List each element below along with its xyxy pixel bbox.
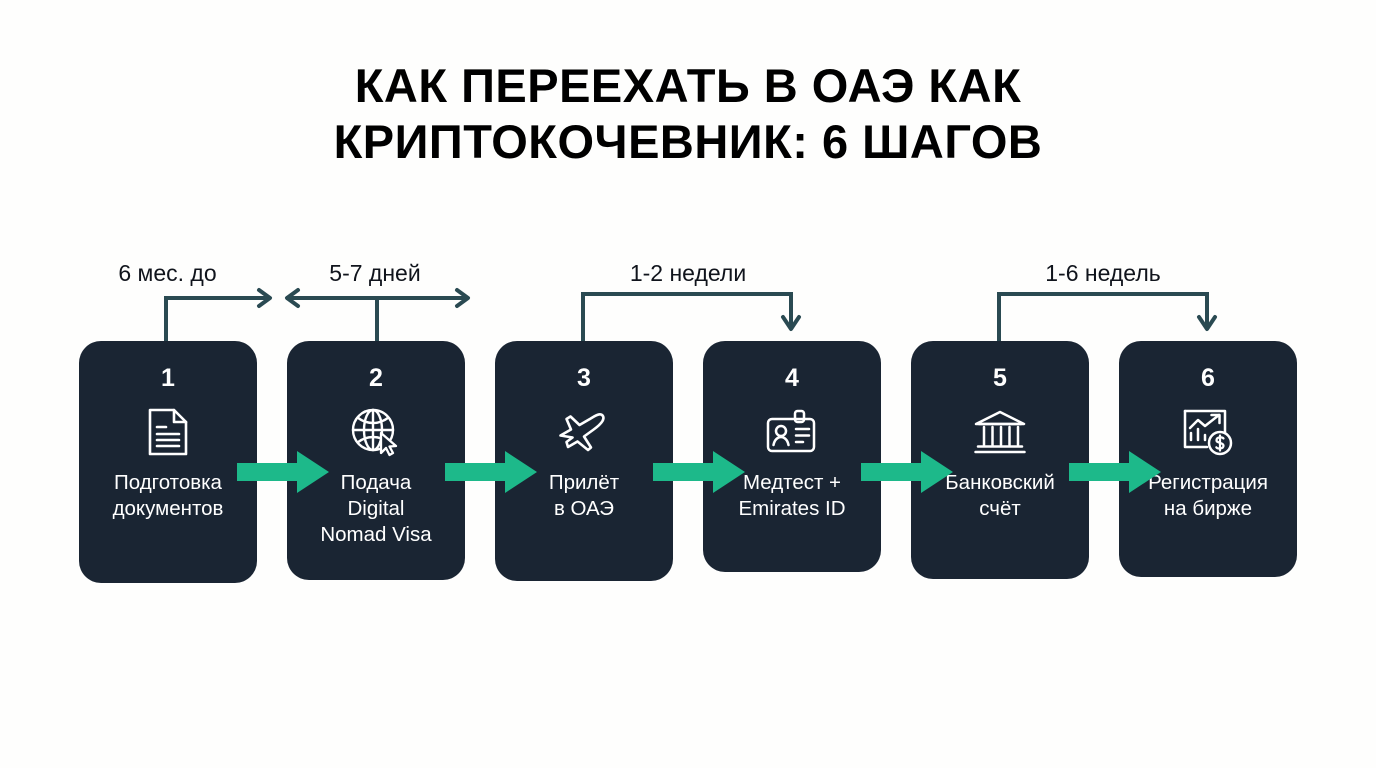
connector-1-path [164, 296, 270, 343]
green-arrow-right-icon [861, 451, 953, 498]
chart-dollar-icon [1181, 407, 1235, 457]
connector-3-arrowhead [781, 315, 801, 331]
step-number-4: 4 [785, 364, 799, 392]
timeline-label-3: 1-2 недели [629, 260, 747, 286]
page-title: КАК ПЕРЕЕХАТЬ В ОАЭ КАК КРИПТОКОЧЕВНИК: … [0, 58, 1376, 170]
green-arrow-right-icon [237, 451, 329, 498]
timeline-label-2: 5-7 дней [329, 260, 421, 286]
step-card-1[interactable]: 1 Подготовка документов [79, 341, 257, 583]
connector-1-arrowhead [257, 288, 272, 308]
step-label-5: Банковский счёт [945, 471, 1055, 520]
green-arrow-right-icon [1069, 451, 1161, 498]
timeline-label-1: 6 мес. до [118, 260, 217, 286]
id-card-icon [765, 407, 819, 457]
page-title-line-2: КРИПТОКОЧЕВНИК: 6 ШАГОВ [333, 115, 1043, 168]
connector-4-path [997, 292, 1209, 343]
step-number-6: 6 [1201, 364, 1215, 392]
bank-icon [973, 407, 1027, 457]
airplane-icon [557, 407, 611, 457]
document-icon [145, 407, 191, 457]
timeline-connector-lines [164, 288, 1217, 343]
step-number-1: 1 [161, 364, 175, 392]
step-label-3: Прилёт в ОАЭ [548, 471, 620, 520]
timeline-label-4: 1-6 недель [1045, 260, 1161, 286]
step-number-3: 3 [577, 364, 591, 392]
connector-2-arrowhead-left [285, 288, 300, 308]
step-card-4[interactable]: 4 Медтест + Emirates ID [703, 341, 881, 572]
green-arrow-right-icon [445, 451, 537, 498]
step-label-6: Регистрация на бирже [1148, 471, 1268, 520]
timeline-durations: 6 мес. до 5-7 дней 1-2 недели 1-6 недель [0, 248, 1376, 343]
steps-row: 1 Подготовка документов 2 [79, 341, 1297, 586]
step-label-2: Подача Digital Nomad Visa [320, 471, 432, 546]
connector-4-arrowhead [1197, 315, 1217, 331]
connector-2-arrowhead-right [455, 288, 470, 308]
step-number-5: 5 [993, 364, 1007, 392]
step-number-2: 2 [369, 364, 383, 392]
globe-cursor-icon [350, 407, 402, 457]
step-card-2[interactable]: 2 Подача Digital Nomad Visa [287, 341, 465, 580]
page-title-line-1: КАК ПЕРЕЕХАТЬ В ОАЭ КАК [354, 59, 1022, 112]
connector-3-path [581, 292, 793, 343]
step-card-3[interactable]: 3 Прилёт в ОАЭ [495, 341, 673, 581]
step-label-4: Медтест + Emirates ID [738, 471, 846, 520]
step-card-6[interactable]: 6 Регист [1119, 341, 1297, 577]
step-label-1: Подготовка документов [112, 471, 224, 520]
step-card-5[interactable]: 5 Банковский счёт [911, 341, 1089, 579]
green-arrow-right-icon [653, 451, 745, 498]
